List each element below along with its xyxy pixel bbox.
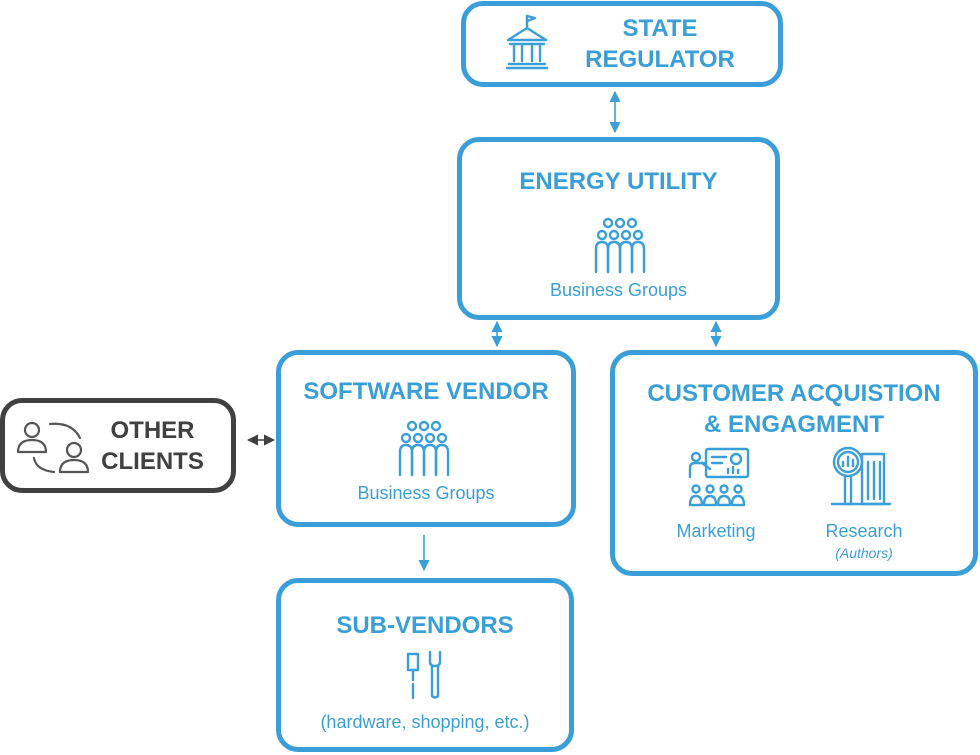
sub-vendors-label: (hardware, shopping, etc.) xyxy=(320,712,530,732)
state-regulator-title-line1: STATE xyxy=(622,15,698,42)
research-label: Research xyxy=(825,521,903,541)
other-clients-title: OTHER CLIENTS xyxy=(95,415,210,477)
people-group-icon xyxy=(398,420,450,477)
state-regulator-title: STATE REGULATOR xyxy=(560,13,760,75)
client-exchange-icon xyxy=(16,421,90,474)
other-clients-title-line1: OTHER xyxy=(110,417,195,444)
customer-acquisition-title-line1: CUSTOMER ACQUISTION xyxy=(647,380,941,407)
energy-utility-label: Business Groups xyxy=(549,280,688,300)
sub-vendors-box xyxy=(276,578,574,752)
software-vendor-label: Business Groups xyxy=(357,483,495,503)
software-vendor-title: SOFTWARE VENDOR xyxy=(303,378,549,405)
other-clients-box xyxy=(0,398,236,493)
customer-acquisition-title: CUSTOMER ACQUISTION & ENGAGMENT xyxy=(615,378,973,440)
people-group-icon xyxy=(594,217,646,274)
customer-acquisition-box xyxy=(610,350,978,576)
other-clients-title-line2: CLIENTS xyxy=(101,448,204,475)
sub-vendors-title: SUB-VENDORS xyxy=(336,612,514,639)
customer-acquisition-title-line2: & ENGAGMENT xyxy=(704,411,884,438)
marketing-label: Marketing xyxy=(676,521,756,541)
tools-icon xyxy=(406,650,442,700)
energy-utility-title: ENERGY UTILITY xyxy=(519,168,718,195)
government-building-icon xyxy=(505,14,549,70)
research-magnifier-icon xyxy=(830,446,892,506)
energy-utility-box xyxy=(457,137,780,320)
presentation-audience-icon xyxy=(688,447,750,507)
state-regulator-title-line2: REGULATOR xyxy=(585,46,735,73)
research-sublabel: (Authors) xyxy=(835,545,893,561)
